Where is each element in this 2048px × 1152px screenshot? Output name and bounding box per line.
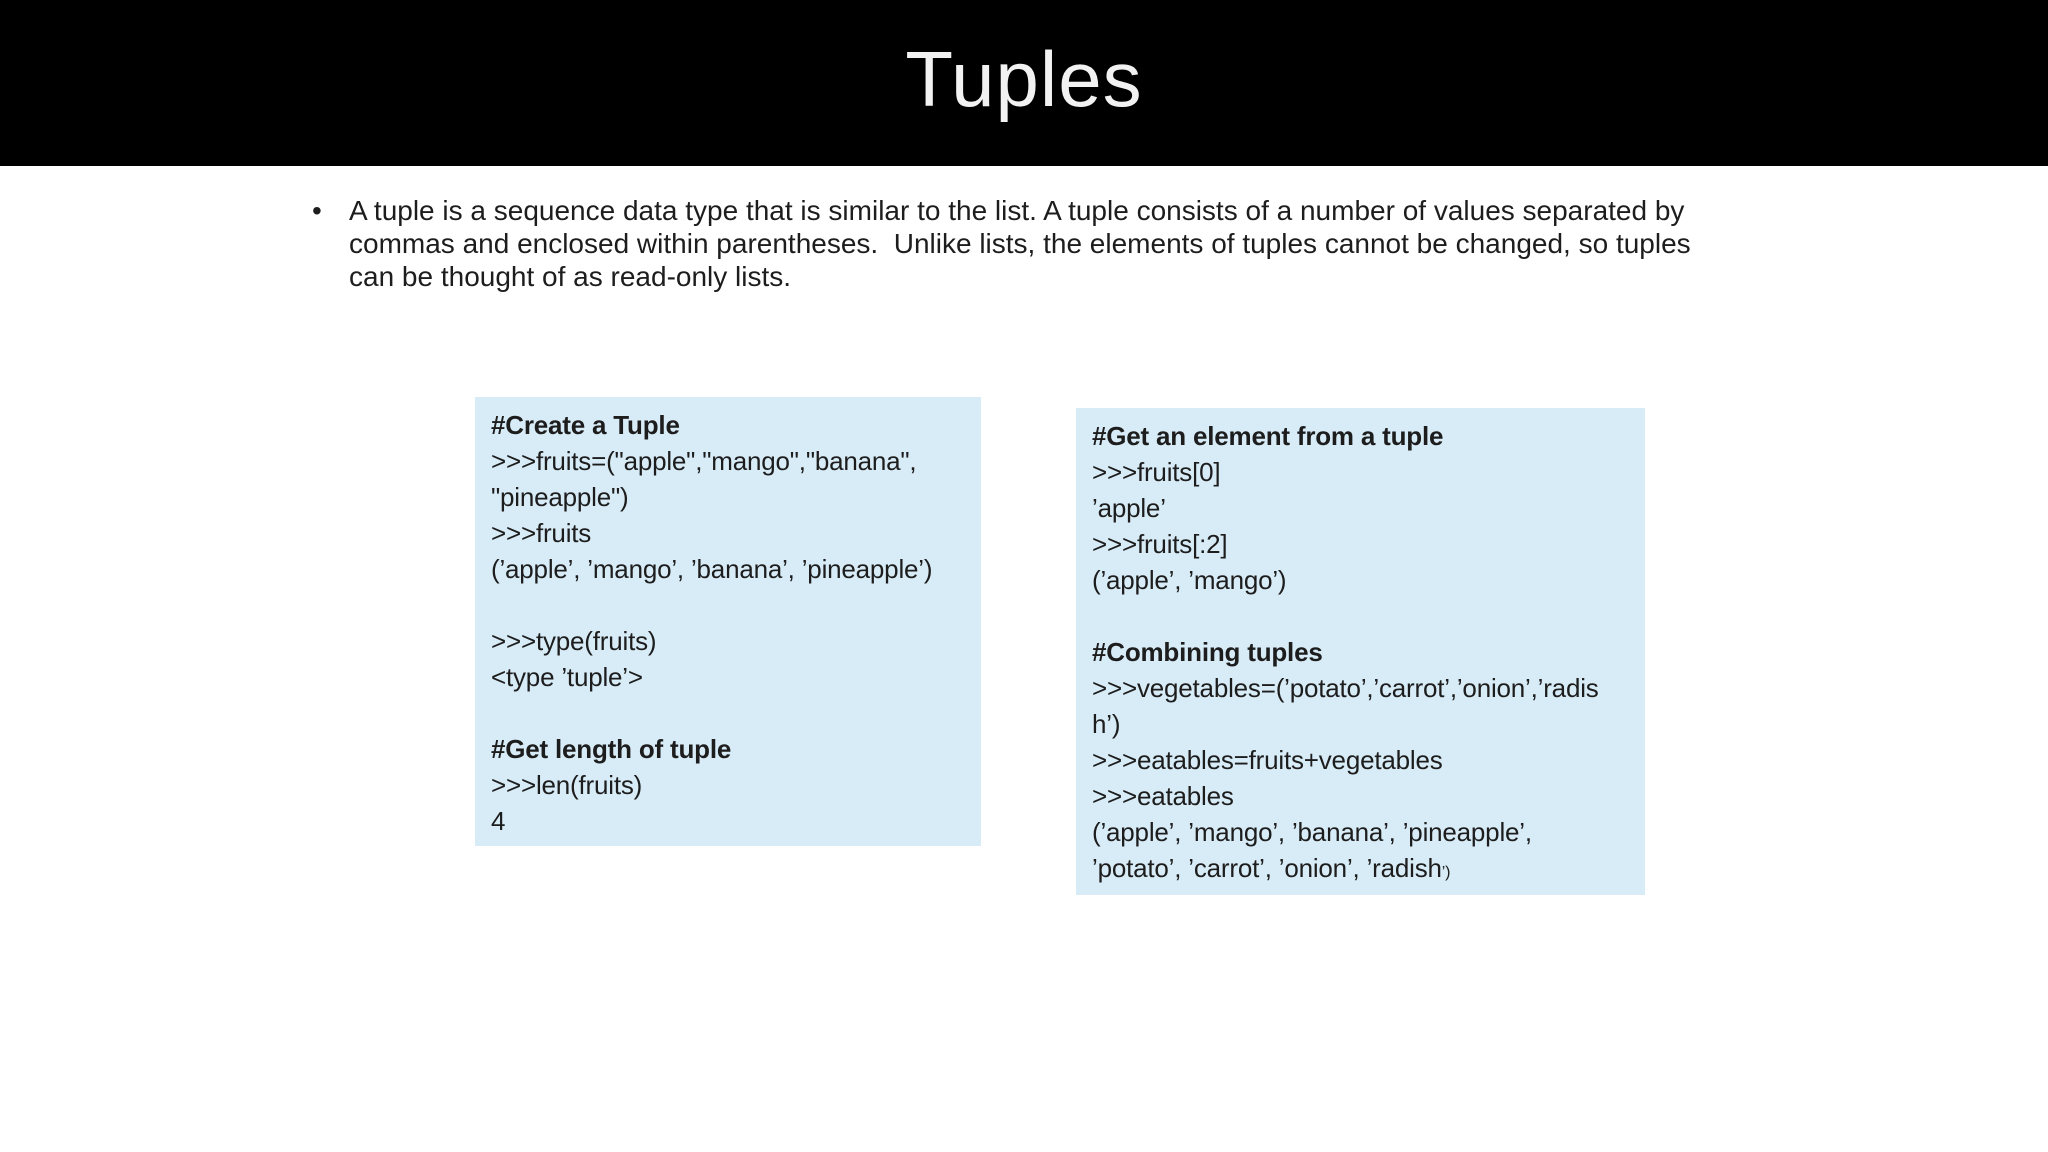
bullet-icon: • — [312, 195, 322, 226]
text-line: >>>len(fruits) — [491, 770, 643, 800]
intro-bullet-paragraph: • A tuple is a sequence data type that i… — [312, 194, 1691, 293]
text-line: h’) — [1092, 709, 1121, 739]
text-line: ’potato’, ’carrot’, ’onion’, ’radish’) — [1092, 853, 1451, 883]
text-line: >>>eatables=fruits+vegetables — [1092, 745, 1443, 775]
text-line: commas and enclosed within parentheses. … — [349, 228, 1691, 259]
text-line: <type ’tuple’> — [491, 662, 643, 692]
text-line: (’apple’, ’mango’, ’banana’, ’pineapple’… — [491, 554, 933, 584]
text-line: A tuple is a sequence data type that is … — [349, 195, 1685, 226]
text-line: >>>fruits — [491, 518, 592, 548]
text-line: >>>type(fruits) — [491, 626, 657, 656]
text-line — [491, 587, 965, 623]
text-line — [1092, 598, 1629, 634]
code-box-access-and-combine: #Get an element from a tuple >>>fruits[0]… — [1076, 408, 1645, 895]
intro-text: A tuple is a sequence data type that is … — [349, 194, 1691, 293]
text-line: >>>eatables — [1092, 781, 1234, 811]
code-lines-create-tuple: #Create a Tuple >>>fruits=("apple","mango… — [491, 407, 965, 839]
slide-title: Tuples — [905, 35, 1143, 123]
text-line: (’apple’, ’mango’, ’banana’, ’pineapple’… — [1092, 817, 1532, 847]
text-line: 4 — [491, 806, 506, 836]
text-line: >>>vegetables=(’potato’,’carrot’,’onion’… — [1092, 673, 1599, 703]
text-line: (’apple’, ’mango’) — [1092, 565, 1287, 595]
code-lines-access-and-combine: #Get an element from a tuple >>>fruits[0]… — [1092, 418, 1629, 890]
title-bar: Tuples — [0, 0, 2048, 166]
text-line — [491, 695, 965, 731]
text-line: >>>fruits[0] — [1092, 457, 1221, 487]
text-line: >>>fruits=("apple","mango","banana", — [491, 446, 917, 476]
text-line: ’apple’ — [1092, 493, 1166, 523]
text-line: "pineapple") — [491, 482, 629, 512]
text-line: #Combining tuples — [1092, 637, 1323, 667]
text-line: #Get length of tuple — [491, 734, 732, 764]
text-line: #Create a Tuple — [491, 410, 680, 440]
text-line: can be thought of as read-only lists. — [349, 261, 792, 292]
code-box-create-tuple: #Create a Tuple >>>fruits=("apple","mango… — [475, 397, 981, 846]
text-line: #Get an element from a tuple — [1092, 421, 1444, 451]
small-suffix-text: ’) — [1441, 863, 1451, 881]
text-line: >>>fruits[:2] — [1092, 529, 1228, 559]
